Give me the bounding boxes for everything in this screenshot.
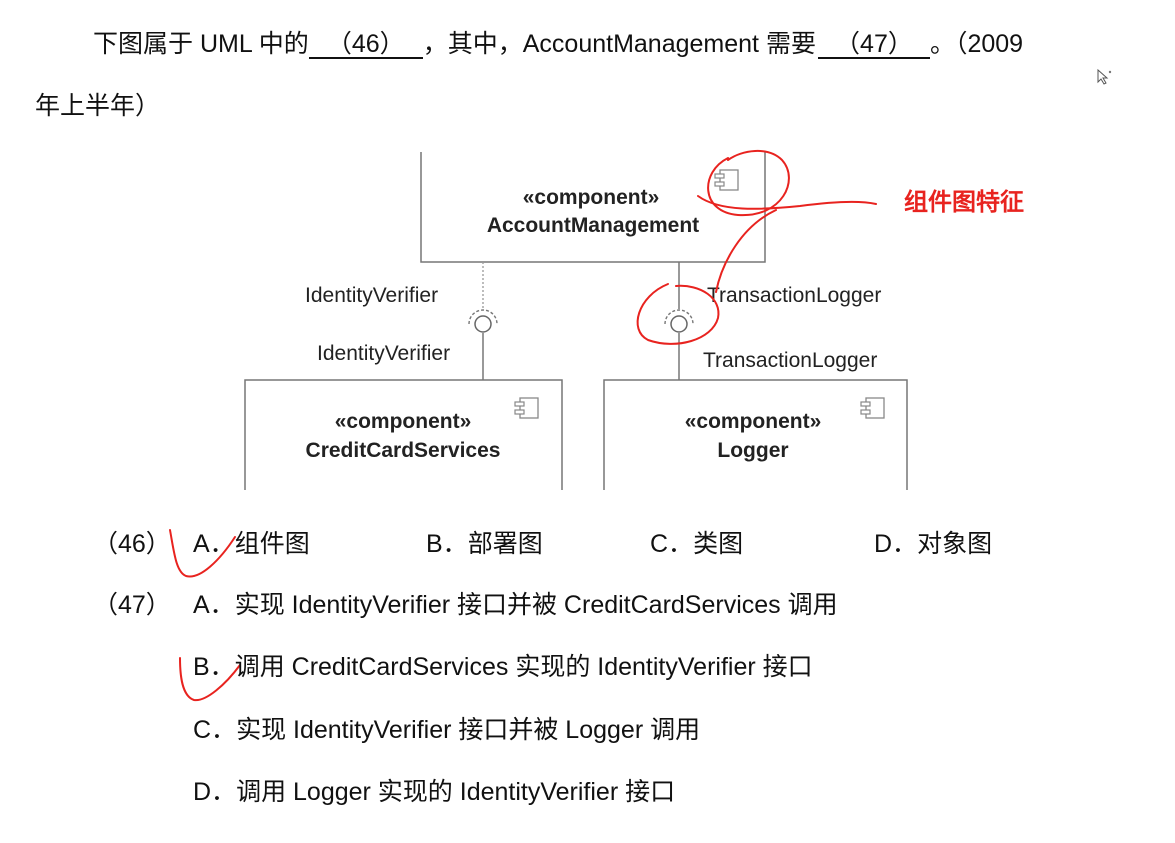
component-icon <box>714 169 739 191</box>
iface-left-lower-label: IdentityVerifier <box>317 342 450 365</box>
q47-option-b[interactable]: B．调用 CreditCardServices 实现的 IdentityVeri… <box>193 653 813 681</box>
q47-option-a[interactable]: A．实现 IdentityVerifier 接口并被 CreditCardSer… <box>193 591 838 619</box>
q46-option-a[interactable]: A．组件图 <box>193 530 310 558</box>
blank-47: （47） <box>817 31 930 59</box>
component-icon <box>860 397 885 419</box>
q46-option-b[interactable]: B．部署图 <box>426 530 543 558</box>
annotation-label: 组件图特征 <box>904 188 1024 216</box>
lollipop-left <box>474 315 492 333</box>
iface-right-lower-label: TransactionLogger <box>703 349 877 372</box>
q46-option-d[interactable]: D．对象图 <box>874 530 993 558</box>
socket-left <box>468 309 498 325</box>
right-stereotype: «component» <box>685 410 822 433</box>
check-mark-q46 <box>169 529 236 578</box>
component-box-creditcardservices <box>244 379 563 490</box>
stem-text-2: ，其中，AccountManagement 需要 <box>422 30 816 58</box>
stem-text-3: 。（2009 <box>929 30 1024 58</box>
component-icon <box>514 397 539 419</box>
question-stem: 下图属于 UML 中的（46），其中，AccountManagement 需要（… <box>93 29 1023 59</box>
q46-option-c[interactable]: C．类图 <box>650 530 744 558</box>
component-box-accountmanagement <box>420 152 766 263</box>
q47-option-c[interactable]: C．实现 IdentityVerifier 接口并被 Logger 调用 <box>193 716 701 744</box>
check-mark-q47 <box>179 657 241 702</box>
stem-text-1: 下图属于 UML 中的 <box>93 30 309 58</box>
socket-right <box>664 309 694 325</box>
q47-option-d[interactable]: D．调用 Logger 实现的 IdentityVerifier 接口 <box>193 778 676 806</box>
component-box-logger <box>603 379 908 490</box>
left-component-name: CreditCardServices <box>306 439 501 462</box>
iface-left-upper-label: IdentityVerifier <box>305 284 438 307</box>
mouse-cursor-icon <box>1097 68 1112 85</box>
left-stereotype: «component» <box>335 410 472 433</box>
red-annotation-marks <box>636 150 877 345</box>
q47-number: （47） <box>93 591 171 619</box>
q46-number: （46） <box>93 530 171 558</box>
blank-46: （46） <box>308 31 423 59</box>
top-stereotype: «component» <box>523 186 660 209</box>
lollipop-right <box>670 315 688 333</box>
diagram-background <box>243 152 910 490</box>
top-component-name: AccountManagement <box>487 214 699 237</box>
iface-right-upper-label: TransactionLogger <box>707 284 881 307</box>
right-component-name: Logger <box>717 439 788 462</box>
question-stem-line2: 年上半年） <box>35 92 161 120</box>
